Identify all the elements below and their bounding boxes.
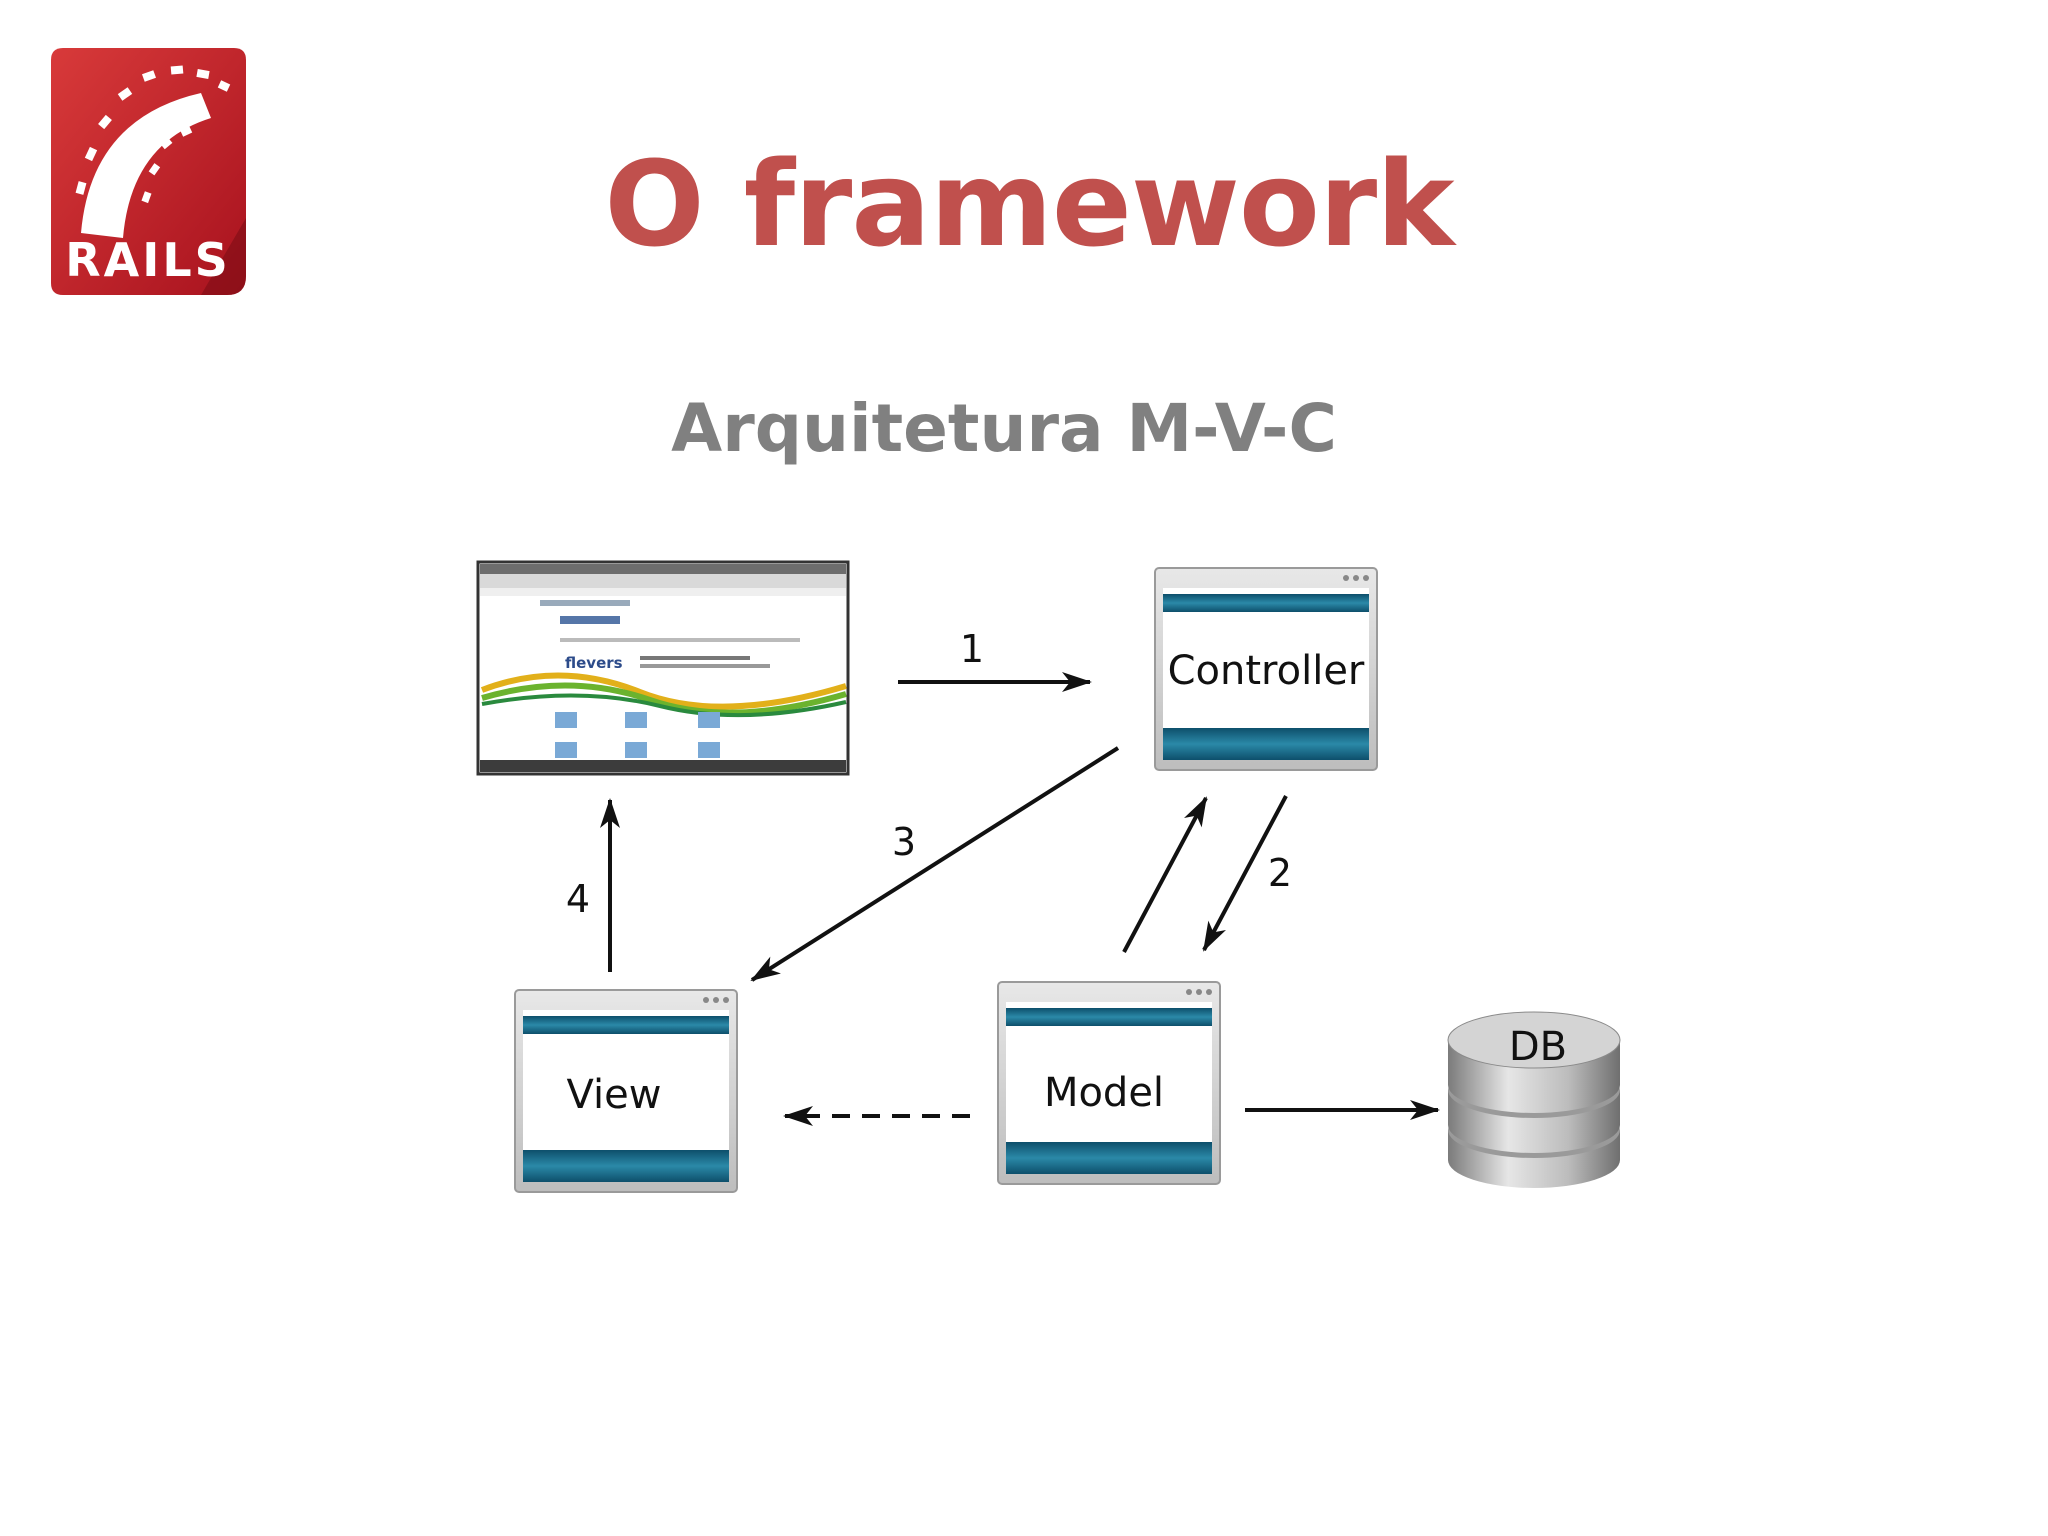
slide-subtitle: Arquitetura M-V-C [671, 390, 1337, 467]
controller-box: Controller [1154, 567, 1378, 771]
browser-screenshot-icon: flevers [476, 560, 850, 776]
arrow-label-2: 2 [1268, 851, 1292, 895]
view-box: View [514, 989, 738, 1193]
arrow-label-1: 1 [960, 627, 984, 671]
svg-text:flevers: flevers [565, 654, 623, 672]
database-icon: DB [1447, 1011, 1621, 1188]
arrow-controller-to-model [1202, 795, 1288, 952]
view-label: View [567, 1072, 662, 1118]
arrow-model-to-controller [1122, 796, 1208, 953]
arrow-controller-to-view [750, 746, 1120, 982]
model-box: Model [997, 981, 1221, 1185]
slide-title: O framework [604, 135, 1454, 273]
rails-logo-icon: RAILS [51, 48, 246, 295]
logo-text: RAILS [65, 233, 231, 287]
arrow-label-3: 3 [892, 820, 916, 864]
controller-label: Controller [1168, 648, 1365, 694]
model-label: Model [1044, 1070, 1164, 1116]
db-label: DB [1509, 1024, 1567, 1070]
arrow-label-4: 4 [566, 877, 590, 921]
